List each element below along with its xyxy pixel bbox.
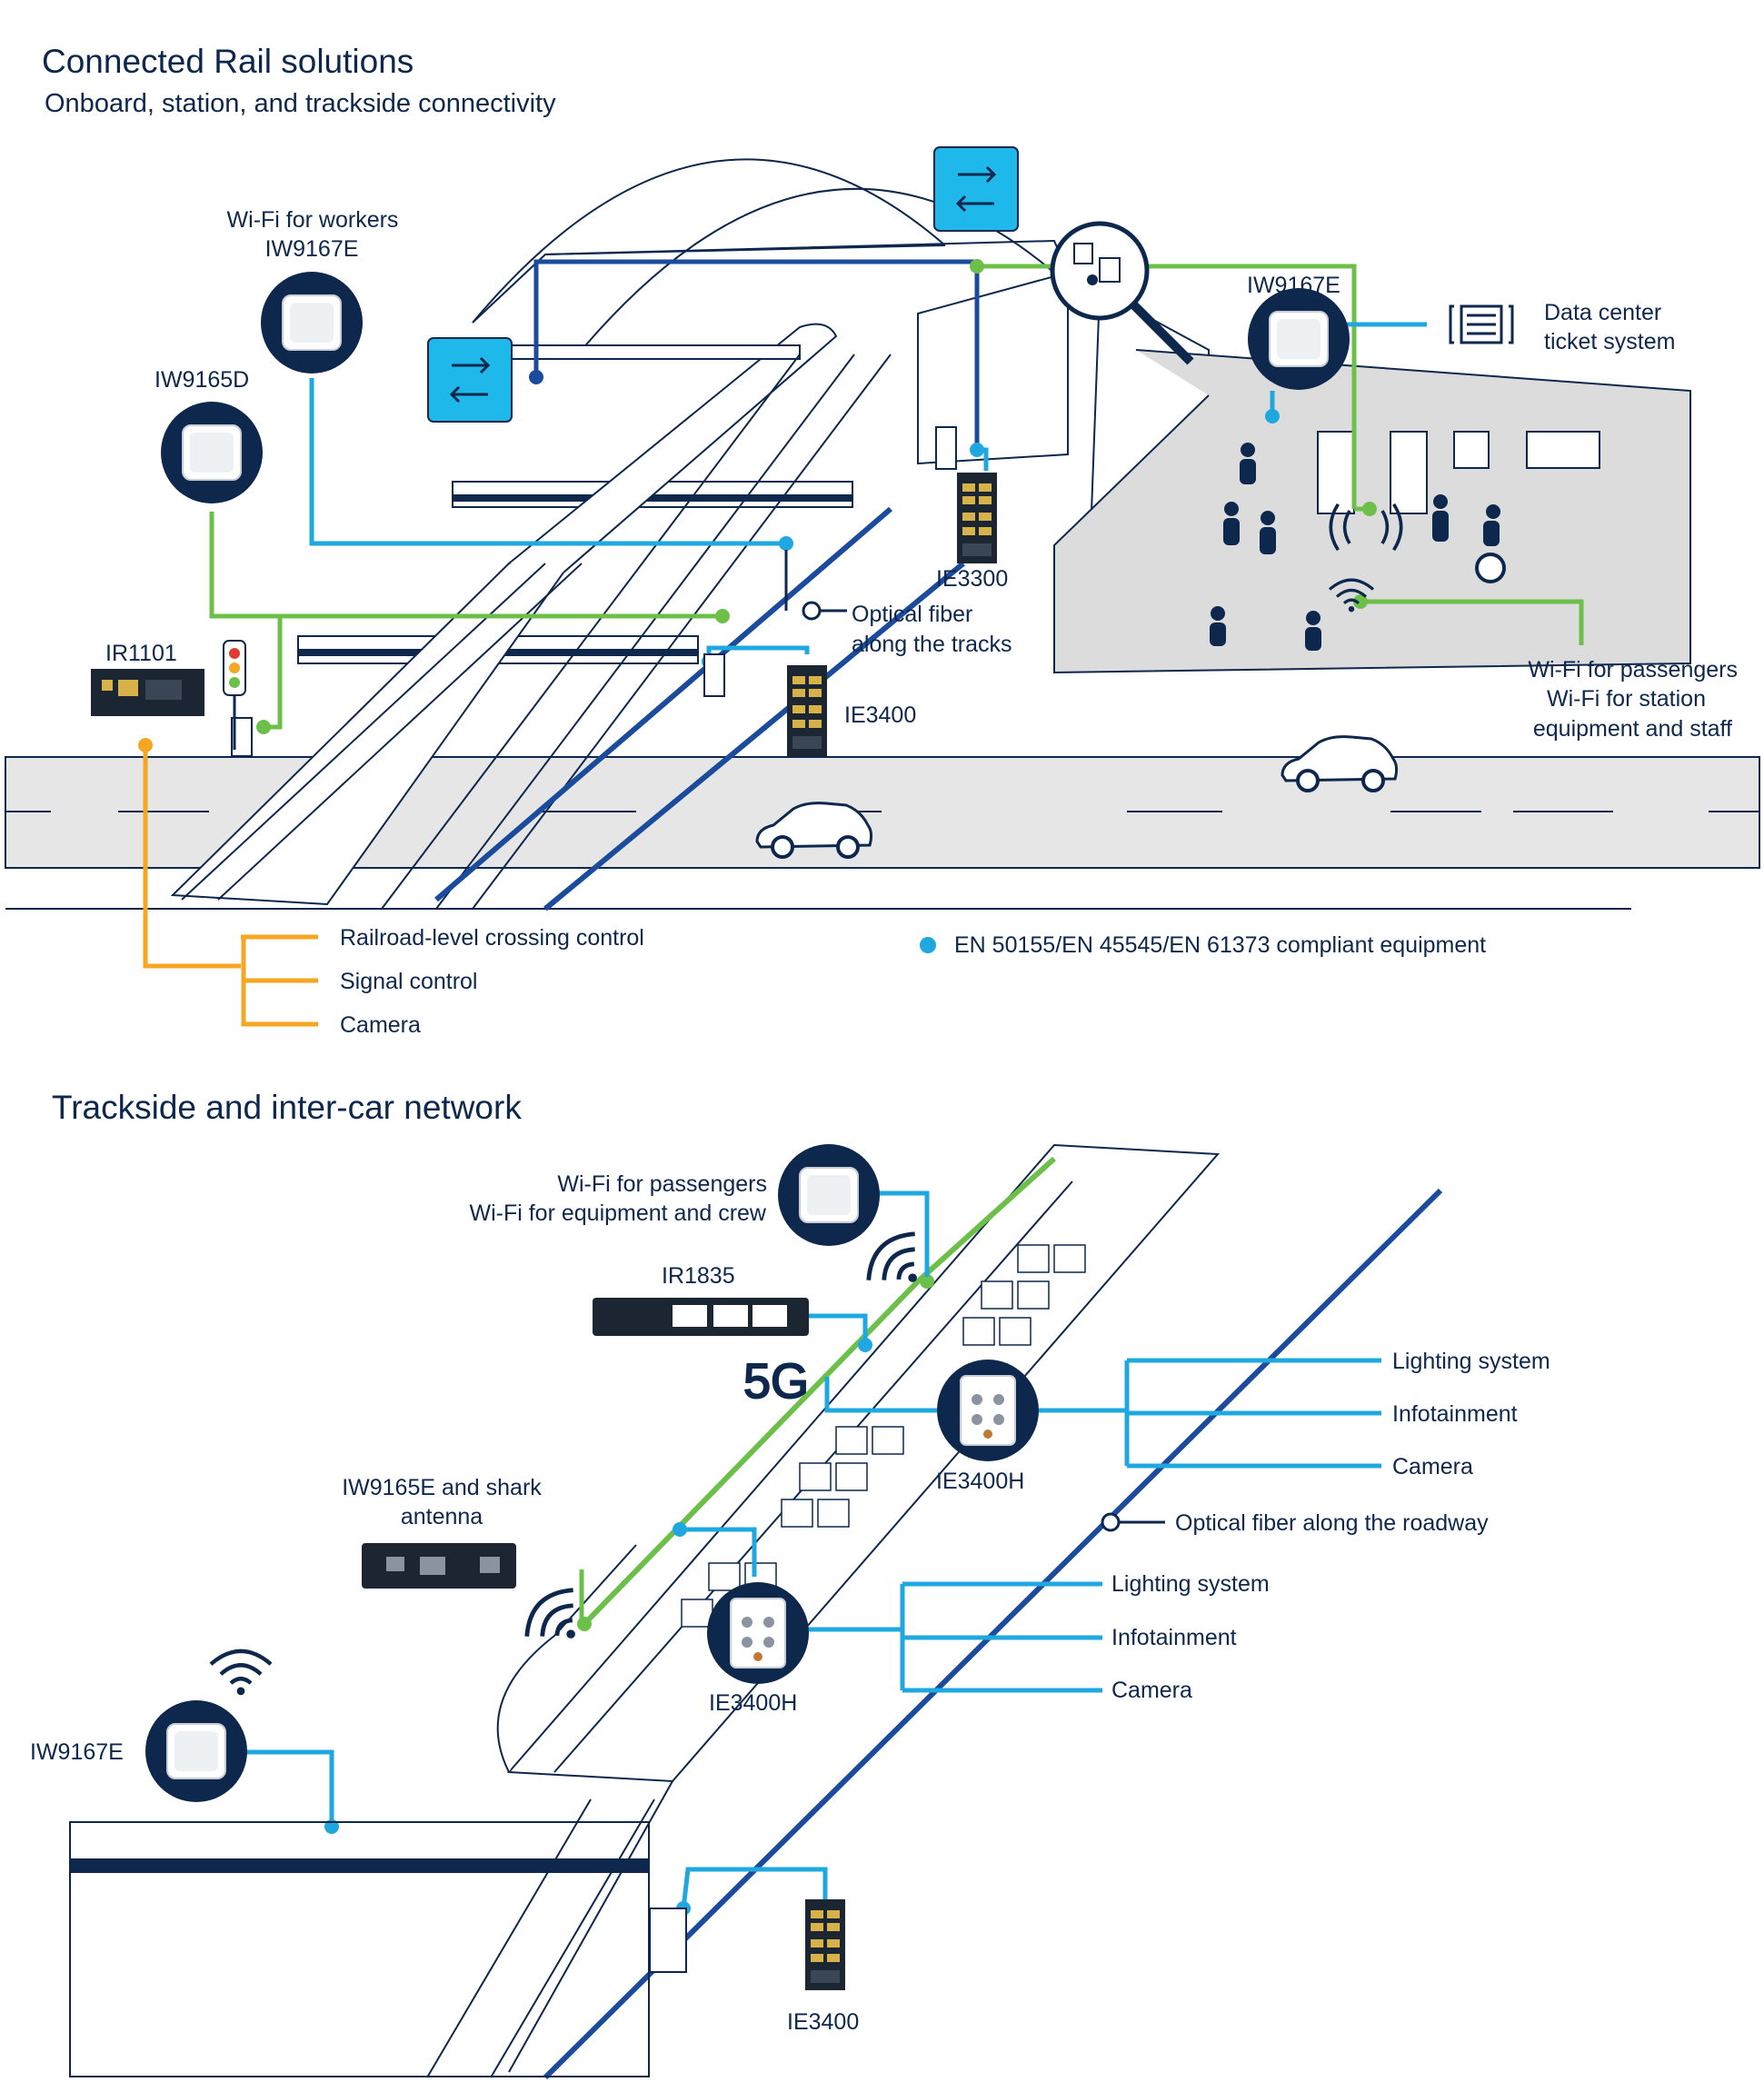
label-ir1101: IR1101 [105, 641, 177, 666]
ie3400h-device [936, 1359, 1040, 1462]
backbone-line [533, 259, 980, 450]
section2-title: Trackside and inter-car network [52, 1089, 522, 1126]
label-data-center: Data center [1544, 300, 1661, 325]
green-link-passengers [1360, 599, 1584, 645]
magnifier-icon [1050, 221, 1194, 365]
fiber-line-roadway [543, 1188, 1443, 2080]
label-iw9165e: IW9165E and shark [342, 1475, 542, 1500]
green-link-iw9165d [209, 512, 723, 619]
label-ticket-system: ticket system [1544, 329, 1675, 354]
switch-icon [426, 336, 513, 423]
server-rack-icon [1449, 304, 1514, 344]
blue-branch-top [1039, 1358, 1381, 1469]
label-wifi-workers: Wi-Fi for workers [227, 207, 399, 233]
person-icon [1210, 443, 1449, 651]
traffic-light-icon [223, 640, 246, 750]
label-ie3300: IE3300 [936, 566, 1008, 592]
label-wifi-crew: Wi-Fi for equipment and crew [469, 1200, 766, 1226]
label-crossing-control: Railroad-level crossing control [340, 925, 644, 951]
blue-branch-bottom [801, 1581, 1102, 1693]
blue-link-workers [309, 378, 786, 546]
station-tracks [381, 354, 892, 910]
ie3400-device [787, 665, 827, 756]
label-ie3400-trackside: IE3400 [787, 2009, 859, 2035]
ie3400h-device [706, 1581, 810, 1685]
label-ie3400h-top: IE3400H [936, 1469, 1024, 1494]
label-fiber-roadway: Optical fiber along the roadway [1175, 1510, 1489, 1536]
ir1835-device [593, 1298, 809, 1336]
label-fiber-tracks-1: Optical fiber [852, 602, 972, 627]
wifi-icon [1329, 503, 1403, 552]
label-lighting-top: Lighting system [1392, 1349, 1550, 1374]
label-wifi-passengers-train: Wi-Fi for passengers [557, 1171, 767, 1197]
iw9165e-device [362, 1543, 516, 1589]
access-point-icon [260, 271, 364, 374]
train-seats [681, 1244, 1086, 1628]
access-point-icon [1247, 287, 1350, 391]
label-iw9167e-station: IW9167E [1247, 273, 1340, 298]
label-iw9165d: IW9165D [154, 367, 249, 393]
section1-subtitle: Onboard, station, and trackside connecti… [45, 89, 556, 118]
label-lighting-bottom: Lighting system [1111, 1571, 1270, 1597]
label-ie3400h-bottom: IE3400H [709, 1690, 797, 1716]
fiber-marker [1101, 1512, 1121, 1532]
access-point-icon [160, 401, 264, 504]
legend-dot [920, 937, 936, 953]
ir1101-device [91, 669, 204, 716]
label-5g: 5G [743, 1354, 809, 1409]
label-shark-antenna: antenna [401, 1504, 483, 1529]
label-iw9167e-trackside: IW9167E [30, 1739, 124, 1765]
label-iw9167e-workers: IW9167E [265, 236, 359, 262]
wifi-icon [211, 1651, 271, 1695]
label-wifi-station: Wi-Fi for station [1547, 686, 1706, 712]
blue-link-iw9167e [227, 1749, 334, 1827]
label-wifi-passengers: Wi-Fi for passengers [1528, 657, 1738, 682]
fiber-line-tracks [434, 506, 892, 902]
ie3300-device [957, 473, 997, 563]
wheelchair-icon [1475, 504, 1506, 583]
legend-compliant-text: EN 50155/EN 45545/EN 61373 compliant equ… [954, 932, 1486, 958]
label-camera-top: Camera [1392, 1454, 1473, 1479]
label-ir1835: IR1835 [662, 1263, 735, 1289]
label-infotainment-bottom: Infotainment [1111, 1625, 1237, 1650]
section1-title: Connected Rail solutions [42, 43, 414, 80]
trackside-gantry [69, 1821, 687, 2077]
label-equipment-staff: equipment and staff [1533, 716, 1732, 742]
label-camera-bottom: Camera [1111, 1678, 1192, 1703]
access-point-icon [145, 1699, 248, 1803]
ie3400-device [805, 1899, 845, 1990]
label-infotainment-top: Infotainment [1392, 1401, 1518, 1427]
intercar-tracks [426, 1798, 655, 2078]
green-link-train [579, 1156, 1057, 1629]
access-point-icon [777, 1143, 881, 1247]
orange-link-crossing [143, 745, 241, 969]
label-camera: Camera [340, 1012, 421, 1038]
switch-icon [932, 145, 1020, 233]
label-fiber-tracks-2: along the tracks [852, 632, 1012, 657]
fiber-marker [802, 601, 822, 621]
label-signal-control: Signal control [340, 969, 477, 994]
label-ie3400: IE3400 [844, 702, 916, 728]
